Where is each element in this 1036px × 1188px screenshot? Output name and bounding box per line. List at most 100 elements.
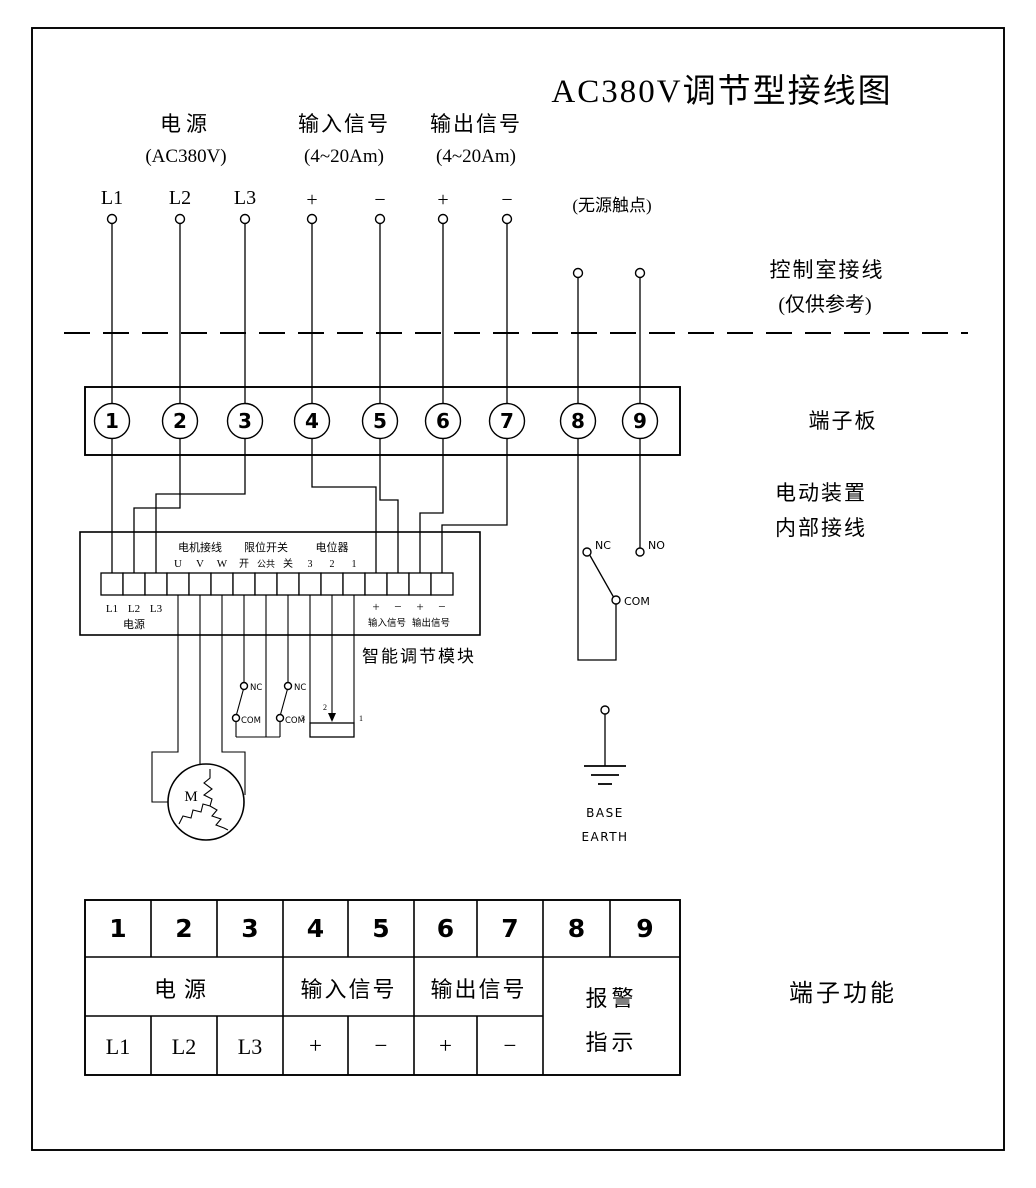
table-number: 2 bbox=[175, 914, 192, 943]
alarm-nc-contact bbox=[582, 547, 592, 557]
table-row3-cell: − bbox=[504, 1033, 517, 1058]
module-terminal-pot1 bbox=[342, 572, 366, 596]
module-terminal-v bbox=[188, 572, 212, 596]
side-annotations: 控制室接线 (仅供参考) 端子板 电动装置 内部接线 端子功能 bbox=[770, 258, 897, 1007]
pot-pin-1: 1 bbox=[359, 714, 363, 723]
board-terminal-number: 9 bbox=[633, 409, 647, 433]
field-terminal bbox=[106, 213, 118, 225]
term-label-common: 公共 bbox=[257, 559, 275, 570]
winding-zigzag bbox=[202, 769, 213, 807]
table-number: 4 bbox=[307, 914, 324, 943]
module-terminal-common bbox=[254, 572, 278, 596]
module-out-plus: + bbox=[416, 599, 423, 614]
motor-label: M bbox=[184, 789, 197, 805]
wire-segment bbox=[151, 595, 179, 803]
board-to-module-wires bbox=[111, 438, 508, 573]
wire-label-l3: L3 bbox=[234, 187, 256, 209]
control-room-note-1: 控制室接线 bbox=[770, 258, 885, 282]
earth-label-earth: EARTH bbox=[581, 830, 628, 844]
pot-pin-3: 3 bbox=[301, 714, 305, 723]
potentiometer-body bbox=[309, 722, 355, 738]
term-label-u: U bbox=[174, 558, 182, 570]
term-label-close: 关 bbox=[283, 557, 293, 570]
module-outline bbox=[79, 531, 481, 636]
outer-border bbox=[31, 27, 1005, 1151]
earth-terminal bbox=[600, 705, 610, 715]
table-row3-cell: L3 bbox=[238, 1034, 262, 1059]
winding-zigzag bbox=[209, 805, 229, 831]
table-number: 6 bbox=[437, 914, 454, 943]
module-terminal-l1 bbox=[100, 572, 124, 596]
table-row3-cell: + bbox=[439, 1033, 452, 1058]
field-terminal bbox=[174, 213, 186, 225]
wire-segment bbox=[311, 438, 377, 573]
table-power-cell: 电源 bbox=[154, 977, 214, 1002]
term-label-v: V bbox=[196, 558, 204, 570]
module-out-minus: − bbox=[438, 599, 445, 614]
table-number: 1 bbox=[109, 914, 126, 943]
table-row3-cell: − bbox=[375, 1033, 388, 1058]
module-terminal-pot3 bbox=[298, 572, 322, 596]
switch-arm bbox=[589, 555, 615, 598]
device-wiring-note-2: 内部接线 bbox=[775, 516, 867, 540]
module-output-label: 输出信号 bbox=[412, 617, 450, 629]
table-output-cell: 输出信号 bbox=[430, 977, 526, 1002]
dry-contact-label: (无源触点) bbox=[572, 196, 651, 215]
wire-label-l2: L2 bbox=[169, 187, 191, 209]
term-label-l2: L2 bbox=[128, 603, 140, 615]
alarm-no-label: NO bbox=[648, 539, 665, 552]
table-number: 8 bbox=[568, 914, 585, 943]
power-label: 电源 bbox=[160, 112, 212, 136]
term-label-l1: L1 bbox=[106, 603, 118, 615]
switch-arm bbox=[279, 688, 289, 715]
module-terminal-l2 bbox=[122, 572, 146, 596]
pot-group-label: 电位器 bbox=[316, 540, 349, 554]
table-number: 5 bbox=[372, 914, 389, 943]
wire-segment bbox=[155, 438, 246, 573]
wire-segment bbox=[379, 438, 399, 573]
wire-segment bbox=[441, 438, 508, 573]
wire-segment bbox=[419, 438, 444, 573]
function-table: 1 2 3 4 5 6 7 8 9 电源 输入信号 输出信号 报警 指示 L1 … bbox=[84, 899, 681, 1076]
table-alarm-cell-1: 报警 bbox=[585, 986, 637, 1011]
limit-switch-com-contact bbox=[231, 713, 241, 723]
board-terminal-number: 3 bbox=[238, 409, 252, 433]
module-terminal-in-minus bbox=[386, 572, 410, 596]
alarm-contact: NC NO COM bbox=[577, 438, 665, 661]
term-label-l3: L3 bbox=[150, 603, 163, 615]
limit-switch-nc-contact bbox=[283, 681, 293, 691]
pot-pin-2: 2 bbox=[323, 703, 327, 712]
header-labels: 电源 (AC380V) 输入信号 (4~20Am) 输出信号 (4~20Am) … bbox=[145, 112, 651, 215]
field-terminal bbox=[501, 213, 513, 225]
table-number: 7 bbox=[501, 914, 518, 943]
limit-switch-nc-label: NC bbox=[294, 683, 306, 693]
board-terminal-number: 5 bbox=[373, 409, 387, 433]
module-terminal-open bbox=[232, 572, 256, 596]
alarm-nc-label: NC bbox=[595, 539, 611, 552]
module-terminal-pot2 bbox=[320, 572, 344, 596]
board-terminal-number: 6 bbox=[436, 409, 450, 433]
field-terminal bbox=[437, 213, 449, 225]
board-terminal-number: 8 bbox=[571, 409, 585, 433]
limit-group-label: 限位开关 bbox=[244, 540, 288, 554]
table-row3-cell: + bbox=[309, 1033, 322, 1058]
limit-switch-nc-contact bbox=[239, 681, 249, 691]
module-input-label: 输入信号 bbox=[368, 617, 406, 629]
terminal-function-label: 端子功能 bbox=[789, 980, 897, 1007]
page-title: AC380V调节型接线图 bbox=[551, 73, 892, 110]
field-terminal bbox=[374, 213, 386, 225]
module-terminal-close bbox=[276, 572, 300, 596]
table-row3-cell: L2 bbox=[172, 1034, 196, 1059]
module-in-plus: + bbox=[372, 599, 379, 614]
table-number: 9 bbox=[636, 914, 653, 943]
terminal-board: 1 2 3 4 5 6 7 8 9 bbox=[84, 386, 681, 456]
input-signal-label: 输入信号 bbox=[298, 112, 390, 136]
control-module: 电机接线 U V W 限位开关 开 公共 关 电位器 3 2 1 L1 L2 L… bbox=[79, 531, 481, 666]
board-terminal-number: 7 bbox=[500, 409, 514, 433]
module-in-minus: − bbox=[394, 599, 401, 614]
earth-ground: BASE EARTH bbox=[581, 705, 628, 844]
wire-segment bbox=[133, 438, 181, 573]
earth-label-base: BASE bbox=[586, 806, 624, 820]
